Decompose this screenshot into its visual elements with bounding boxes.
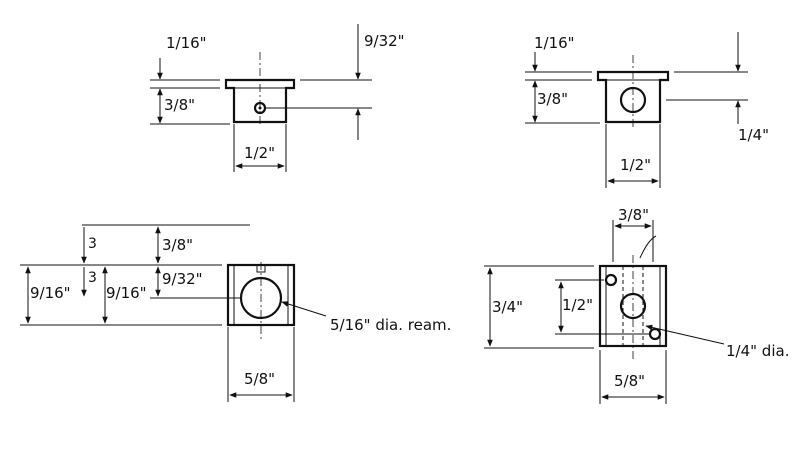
hole-circle xyxy=(253,101,267,115)
leader-line xyxy=(639,235,657,259)
dim-top-to-hole: 3/8" xyxy=(162,236,193,254)
dim-hole-height: 9/32" xyxy=(364,32,405,50)
dim-width: 1/2" xyxy=(244,144,275,162)
small-hole-bottom xyxy=(648,327,662,341)
dim-hole-height: 9/32" xyxy=(162,270,203,288)
dim-overall-height-a: 9/16" xyxy=(30,284,71,302)
dim-hole-spacing: 1/2" xyxy=(562,296,593,314)
view-bottom-right: 3/4" 1/2" 3/8" 5/8" 1/4" dia. xyxy=(484,206,789,404)
hole-note: 1/4" dia. xyxy=(726,342,789,360)
view-top-left: 1/16" 3/8" 9/32" 1/2" xyxy=(150,24,405,172)
view-bottom-left: 9/16" 3 3 9/16" 3/8" 9/32" 5/8" 5/16" di… xyxy=(20,224,451,402)
dim-flange-thickness: 1/16" xyxy=(534,34,575,52)
center-hole xyxy=(619,292,647,320)
dim-overall-height-b: 9/16" xyxy=(106,284,147,302)
ream-note: 5/16" dia. ream. xyxy=(330,316,451,334)
hole-center xyxy=(258,106,262,110)
leader-line xyxy=(281,301,327,317)
part-outline-tr xyxy=(596,70,670,124)
dim-flange-thickness: 1/16" xyxy=(166,34,207,52)
hole-circle xyxy=(619,86,647,114)
dim-body-height: 3/8" xyxy=(537,90,568,108)
dim-width: 1/2" xyxy=(620,156,651,174)
leader-line xyxy=(645,324,725,345)
dim-small-3b: 3 xyxy=(88,270,97,286)
dim-width: 5/8" xyxy=(614,372,645,390)
dim-small-3a: 3 xyxy=(88,236,97,252)
hole-mark xyxy=(256,266,266,273)
dim-top-width: 3/8" xyxy=(618,206,649,224)
dim-body-height: 3/8" xyxy=(164,96,195,114)
part-outline-tl xyxy=(224,78,296,124)
small-hole-top xyxy=(604,273,618,287)
dim-overall-height: 3/4" xyxy=(492,298,523,316)
dim-hole-offset: 1/4" xyxy=(738,126,769,144)
view-top-right: 1/16" 3/8" 1/4" 1/2" xyxy=(525,32,769,188)
dim-width: 5/8" xyxy=(244,370,275,388)
